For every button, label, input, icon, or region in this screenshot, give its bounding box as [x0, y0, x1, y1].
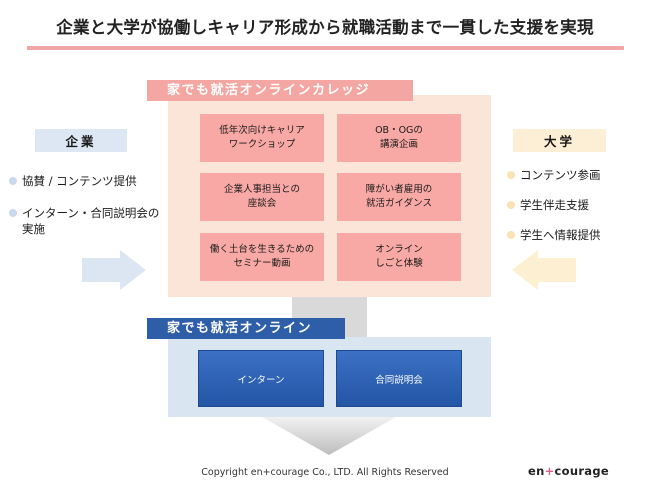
program-box: オンライン しごと体験 — [337, 233, 461, 281]
company-list: 協賛 / コンテンツ提供 インターン・合同説明会の実施 — [9, 173, 169, 253]
program-box: 低年次向けキャリア ワークショップ — [200, 114, 324, 162]
university-heading: 大学 — [513, 129, 606, 152]
program-box: 働く土台を生きるための セミナー動画 — [200, 233, 324, 281]
copyright-text: Copyright en+courage Co., LTD. All Right… — [201, 467, 449, 478]
online-item-box: 合同説明会 — [336, 350, 462, 407]
list-item: 協賛 / コンテンツ提供 — [9, 173, 169, 189]
college-label: 家でも就活オンラインカレッジ — [147, 80, 413, 101]
university-list: コンテンツ参画 学生伴走支援 学生へ情報提供 — [507, 167, 647, 257]
title-underline — [27, 46, 624, 50]
list-item: インターン・合同説明会の実施 — [9, 205, 169, 237]
program-box: 企業人事担当との 座談会 — [200, 173, 324, 221]
online-label: 家でも就活オンライン — [147, 318, 345, 339]
company-logo: en+courage — [528, 464, 609, 478]
list-item: 学生伴走支援 — [507, 197, 647, 213]
program-box: 障がい者雇用の 就活ガイダンス — [337, 173, 461, 221]
arrow-left-icon — [512, 250, 576, 290]
company-heading: 企業 — [35, 129, 127, 152]
arrow-down-icon — [262, 417, 396, 455]
online-item-box: インターン — [198, 350, 324, 407]
list-item: コンテンツ参画 — [507, 167, 647, 183]
page-title: 企業と大学が協働しキャリア形成から就職活動まで一貫した支援を実現 — [56, 18, 594, 37]
arrow-right-icon — [82, 250, 146, 290]
program-box: OB・OGの 講演企画 — [337, 114, 461, 162]
list-item: 学生へ情報提供 — [507, 227, 647, 243]
